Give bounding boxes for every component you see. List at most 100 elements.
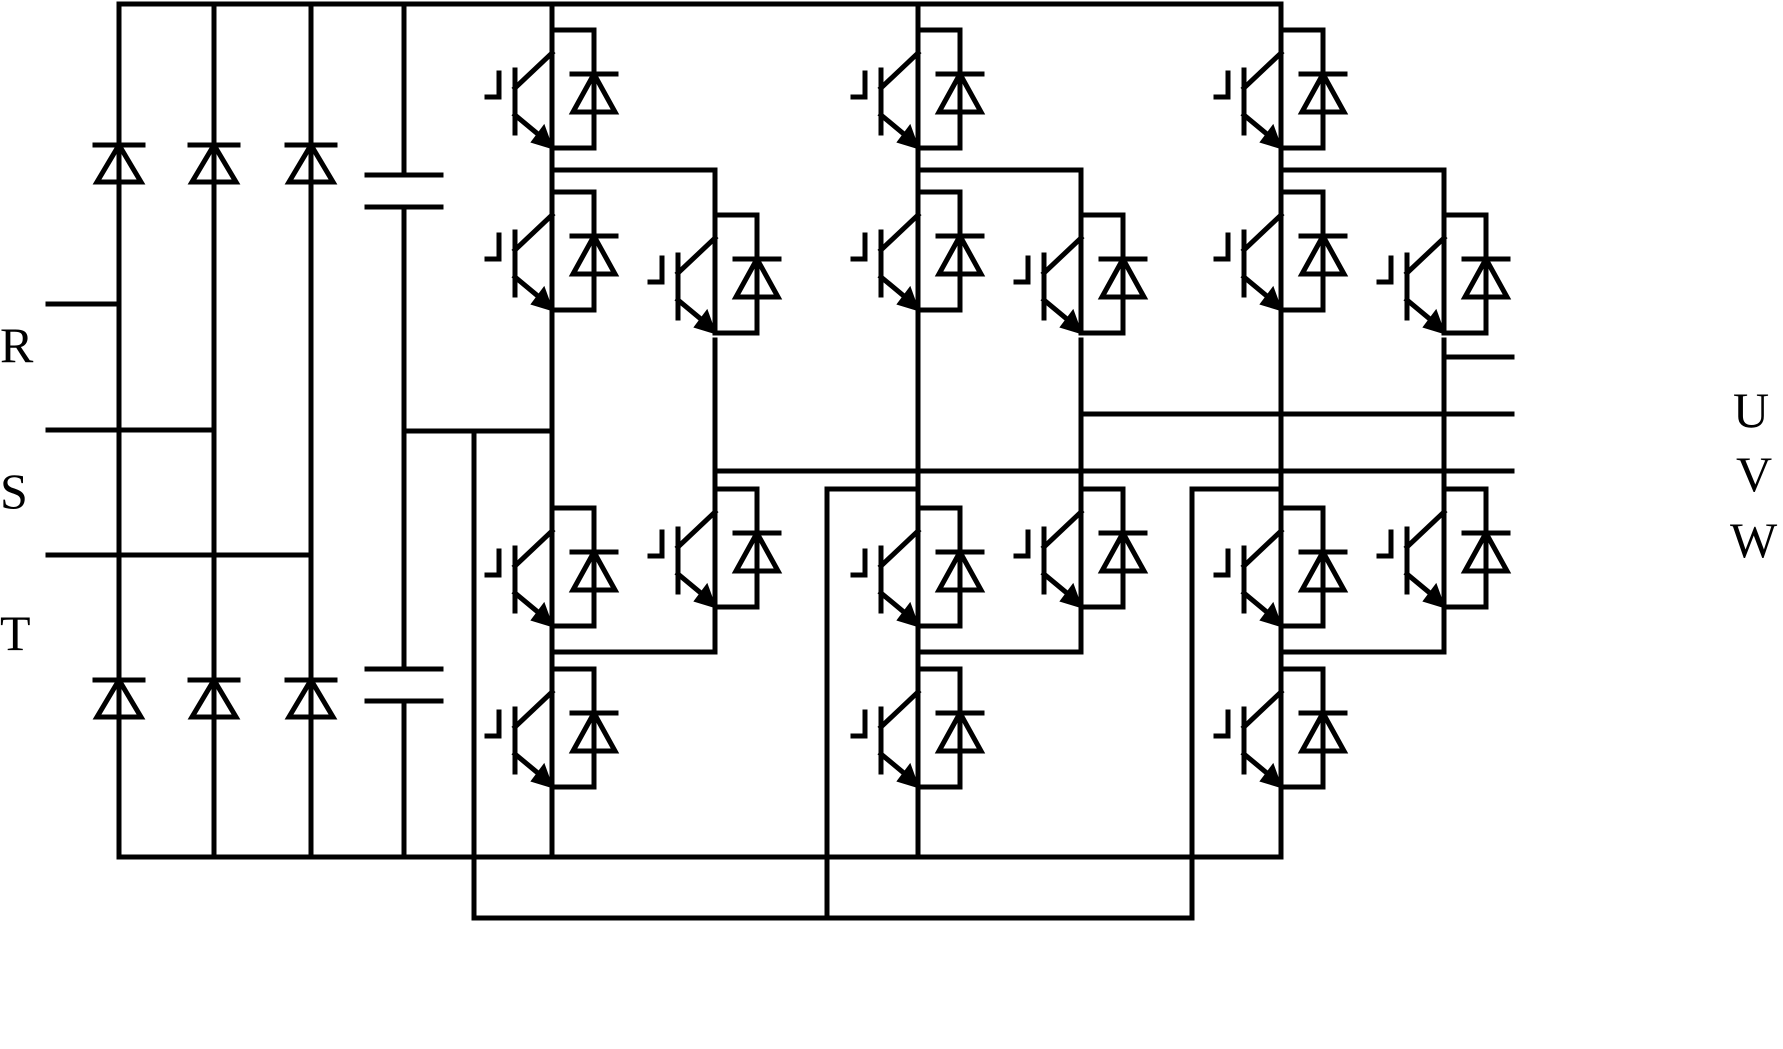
- igbt-collector-lead: [877, 527, 922, 570]
- freewheel-diode-triangle: [731, 253, 783, 300]
- rectifier-diode-5: [187, 675, 241, 720]
- igbt-collector-lead: [674, 234, 719, 277]
- freewheel-diode-triangle: [568, 707, 620, 754]
- igbt-collector-lead: [1240, 688, 1285, 731]
- igbt-diode-loop: [1278, 666, 1326, 790]
- igbt-emitter-lead: [1403, 296, 1435, 324]
- igbt-gate: [1376, 529, 1394, 559]
- freewheel-diode-triangle: [1097, 527, 1149, 574]
- freewheel-diode-triangle: [568, 230, 620, 277]
- igbt-switch-15: [1013, 212, 1149, 336]
- diode-triangle: [92, 675, 146, 720]
- igbt-gate: [647, 529, 665, 559]
- wire: [915, 609, 1084, 655]
- igbt-emitter-arrow: [1259, 285, 1283, 312]
- igbt-emitter-arrow: [530, 285, 554, 312]
- freewheel-diode-triangle: [934, 68, 986, 115]
- freewheel-diode-triangle: [1297, 68, 1349, 115]
- rectifier-diode-2: [187, 140, 241, 185]
- igbt-emitter-lead: [877, 750, 909, 778]
- igbt-diode-loop: [915, 666, 963, 790]
- igbt-diode-loop: [549, 666, 597, 790]
- diode-triangle: [92, 140, 146, 185]
- igbt-emitter-arrow: [1422, 308, 1446, 335]
- igbt-emitter-lead: [1240, 589, 1272, 617]
- freewheel-diode-triangle: [934, 230, 986, 277]
- igbt-gate: [484, 709, 502, 739]
- igbt-gate: [1376, 255, 1394, 285]
- igbt-collector-lead: [511, 688, 556, 731]
- igbt-emitter-lead: [511, 750, 543, 778]
- wire: [549, 609, 718, 655]
- igbt-emitter-lead: [1240, 273, 1272, 301]
- rectifier-diode-4: [92, 675, 146, 720]
- igbt-switch-14: [647, 486, 783, 610]
- igbt-emitter-arrow: [896, 123, 920, 150]
- rectifier-diode-3: [284, 140, 338, 185]
- igbt-diode-loop: [915, 27, 963, 151]
- igbt-collector-lead: [1040, 508, 1085, 551]
- igbt-collector-lead: [877, 688, 922, 731]
- igbt-diode-loop: [1278, 505, 1326, 629]
- wiring: [45, 1, 1515, 921]
- igbt-collector-lead: [511, 49, 556, 92]
- igbt-switch-16: [1013, 486, 1149, 610]
- wire: [1278, 609, 1447, 655]
- igbt-emitter-arrow: [693, 308, 717, 335]
- diode-triangle: [284, 140, 338, 185]
- igbt-emitter-arrow: [896, 762, 920, 789]
- igbt-collector-lead: [1240, 49, 1285, 92]
- diode-triangle: [187, 140, 241, 185]
- igbt-switch-13: [647, 212, 783, 336]
- dc-link-capacitor-2: [364, 666, 444, 704]
- igbt-collector-lead: [1240, 211, 1285, 254]
- freewheel-diode-triangle: [1097, 253, 1149, 300]
- igbt-diode-loop: [1441, 486, 1489, 610]
- freewheel-diode-triangle: [731, 527, 783, 574]
- igbt-switch-17: [1376, 212, 1512, 336]
- igbt-gate: [1213, 709, 1231, 739]
- igbt-emitter-arrow: [530, 762, 554, 789]
- igbt-diode-loop: [712, 486, 760, 610]
- freewheel-diode-triangle: [568, 546, 620, 593]
- freewheel-diode-triangle: [1460, 527, 1512, 574]
- igbt-diode-loop: [1078, 212, 1126, 336]
- igbt-emitter-arrow: [530, 123, 554, 150]
- igbt-collector-lead: [877, 211, 922, 254]
- igbt-emitter-lead: [511, 273, 543, 301]
- freewheel-diode-triangle: [568, 68, 620, 115]
- igbt-gate: [1013, 255, 1031, 285]
- igbt-switch-4: [484, 666, 620, 790]
- freewheel-diode-triangle: [934, 546, 986, 593]
- igbt-emitter-lead: [1240, 750, 1272, 778]
- wire: [824, 486, 921, 921]
- igbt-emitter-lead: [877, 589, 909, 617]
- igbt-emitter-lead: [1040, 570, 1072, 598]
- freewheel-diode-triangle: [1297, 546, 1349, 593]
- igbt-gate: [1013, 529, 1031, 559]
- terminal-label-R: R: [0, 317, 34, 373]
- igbt-emitter-lead: [1403, 570, 1435, 598]
- igbt-gate: [850, 232, 868, 262]
- igbt-emitter-arrow: [896, 285, 920, 312]
- igbt-gate: [484, 232, 502, 262]
- dc-link-capacitor-1: [364, 172, 444, 210]
- igbt-switch-18: [1376, 486, 1512, 610]
- igbt-switch-1: [484, 27, 620, 151]
- igbt-switch-5: [850, 27, 986, 151]
- igbt-switch-11: [1213, 505, 1349, 629]
- igbt-emitter-arrow: [1059, 308, 1083, 335]
- igbt-gate: [647, 255, 665, 285]
- terminal-label-W: W: [1730, 512, 1778, 568]
- igbt-emitter-arrow: [1259, 123, 1283, 150]
- igbt-diode-loop: [1441, 212, 1489, 336]
- freewheel-diode-triangle: [934, 707, 986, 754]
- rectifier-diode-6: [284, 675, 338, 720]
- igbt-emitter-lead: [511, 111, 543, 139]
- igbt-collector-lead: [1240, 527, 1285, 570]
- igbt-gate: [1213, 70, 1231, 100]
- igbt-switch-6: [850, 189, 986, 313]
- igbt-collector-lead: [1403, 508, 1448, 551]
- igbt-emitter-lead: [1240, 111, 1272, 139]
- igbt-emitter-lead: [674, 296, 706, 324]
